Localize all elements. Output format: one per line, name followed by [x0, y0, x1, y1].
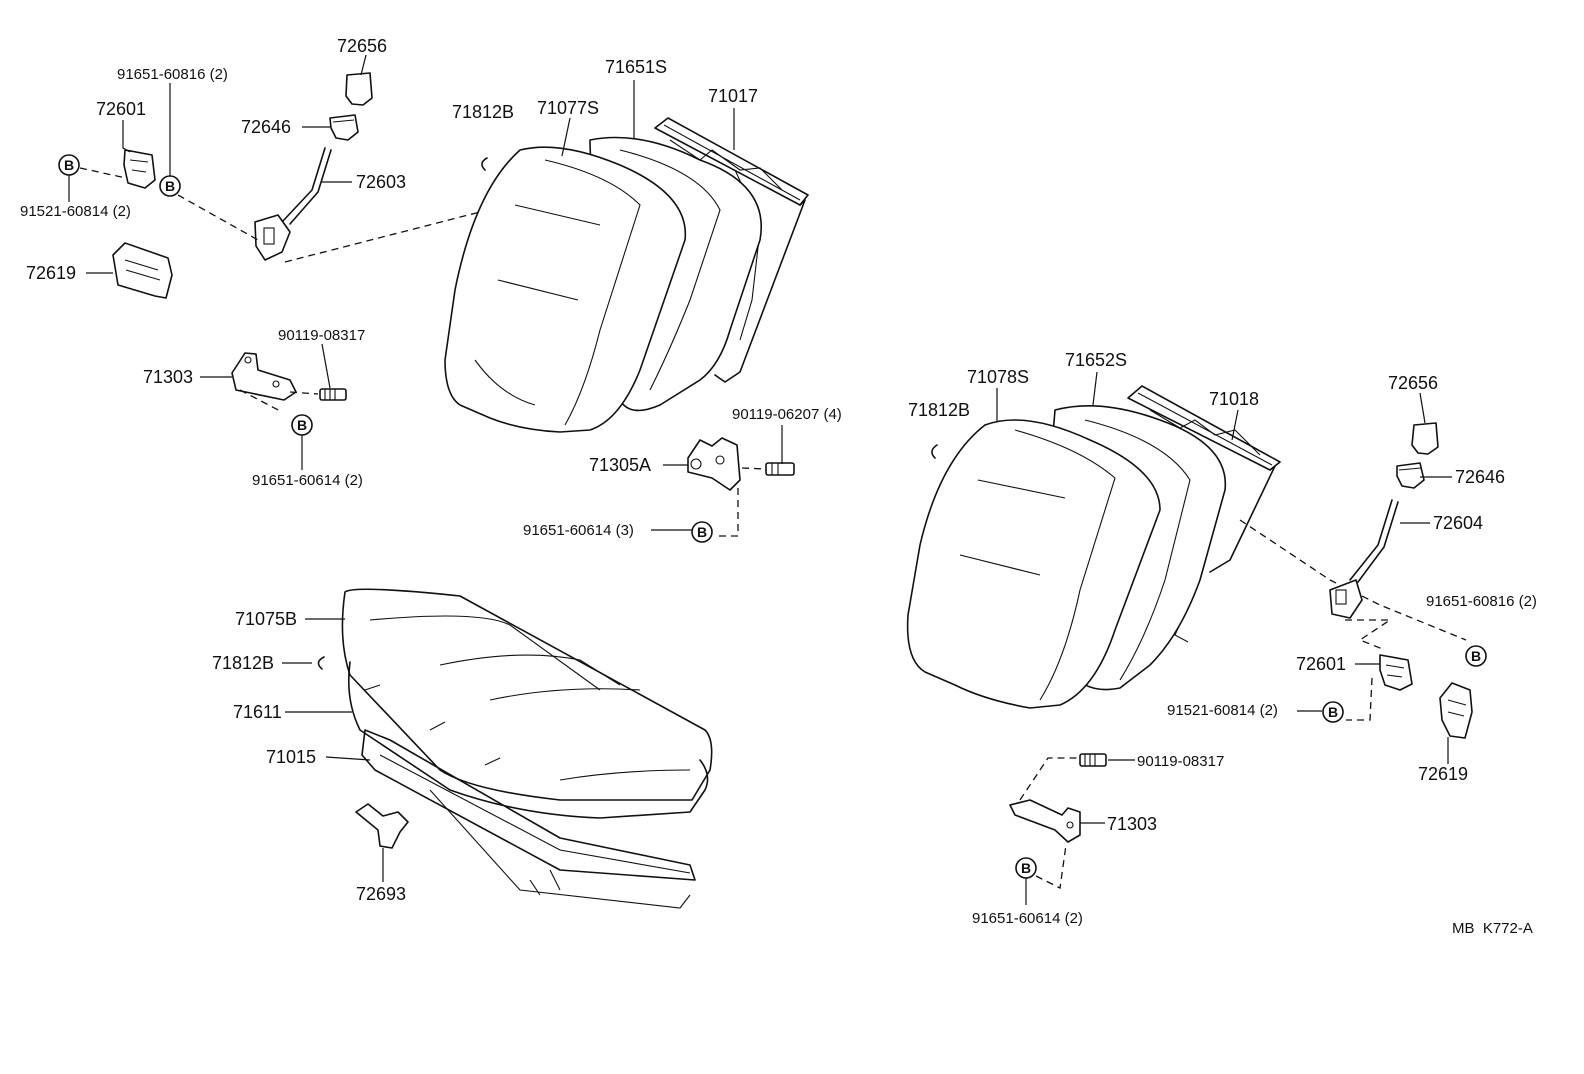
label-71812b: 71812B	[212, 653, 274, 673]
left-bolt-90119-06207	[765, 462, 795, 476]
left-lock-rod-72603	[254, 147, 332, 261]
right-support-72646	[1396, 462, 1425, 489]
left-bracket-72601	[123, 149, 156, 189]
label-90119-08317: 90119-08317	[1137, 753, 1224, 770]
part-labels: 72656 91651-60816 (2) 72601 72646 72603 …	[20, 36, 1537, 937]
label-71077s: 71077S	[537, 98, 599, 118]
svg-text:B: B	[697, 524, 707, 540]
label-71652s: 71652S	[1065, 350, 1127, 370]
clip-71812b	[317, 656, 325, 670]
seat-cushion-cover-71075b	[341, 588, 713, 801]
bolt-marker-b: B	[58, 154, 80, 176]
label-71305a: 71305A	[589, 455, 651, 475]
right-seatback-anchor-dash	[1239, 519, 1467, 641]
left-hinge-71303	[231, 352, 297, 401]
bolt-marker-b: B	[1465, 645, 1487, 667]
label-72619: 72619	[26, 263, 76, 283]
svg-text:B: B	[64, 157, 74, 173]
right-seatback-cover-71078s	[906, 419, 1161, 709]
right-hinge-71303	[1009, 799, 1081, 843]
label-71303: 71303	[1107, 814, 1157, 834]
right-bolt-90119-08317	[1079, 753, 1107, 767]
left-seatback-anchor-dash	[284, 211, 481, 263]
label-91651-60816: 91651-60816 (2)	[117, 66, 228, 83]
label-90119-06207: 90119-06207 (4)	[732, 406, 842, 423]
clip-71812b	[481, 157, 488, 171]
left-cover-72619	[112, 242, 173, 299]
label-72601: 72601	[1296, 654, 1346, 674]
left-71305a-dash	[714, 467, 767, 537]
svg-text:B: B	[1328, 704, 1338, 720]
label-72619: 72619	[1418, 764, 1468, 784]
diagram-code: MB K772-A	[1452, 920, 1533, 937]
left-bolt-90119-08317	[319, 388, 347, 401]
label-71611: 71611	[233, 702, 282, 722]
right-72601-dash	[1346, 677, 1373, 721]
label-71812b: 71812B	[908, 400, 970, 420]
label-71078s: 71078S	[967, 367, 1029, 387]
right-headrest-72656	[1411, 422, 1439, 455]
right-seatback-frame-71018	[1127, 385, 1281, 643]
label-71303: 71303	[143, 367, 193, 387]
label-71651s: 71651S	[605, 57, 667, 77]
left-support-72646	[329, 114, 359, 141]
label-71812b: 71812B	[452, 102, 514, 122]
label-91651-60614-3: 91651-60614 (3)	[523, 522, 634, 539]
label-71017: 71017	[708, 86, 758, 106]
label-72656: 72656	[1388, 373, 1438, 393]
bolt-marker-b: B	[291, 414, 313, 436]
label-72646: 72646	[241, 117, 291, 137]
right-cover-72619	[1439, 682, 1473, 739]
label-72603: 72603	[356, 172, 406, 192]
bolt-marker-b: B	[159, 175, 181, 197]
label-72604: 72604	[1433, 513, 1483, 533]
bolt-marker-b: B	[1015, 857, 1037, 879]
right-hinge-dash	[1019, 757, 1080, 889]
bolt-marker-b: B	[691, 521, 713, 543]
label-91651-60816: 91651-60816 (2)	[1426, 593, 1537, 610]
label-72693: 72693	[356, 884, 406, 904]
svg-text:B: B	[1471, 648, 1481, 664]
left-seatback-cover-71077s	[444, 146, 687, 433]
seat-hook-72693	[355, 803, 409, 849]
seat-cushion-pad-71611	[347, 661, 709, 819]
label-91651-60614: 91651-60614 (2)	[972, 910, 1083, 927]
label-91521-60814: 91521-60814 (2)	[1167, 702, 1278, 719]
svg-text:B: B	[165, 178, 175, 194]
left-headrest-72656	[345, 72, 373, 106]
right-lock-rod-72604	[1329, 499, 1399, 619]
right-72604-dash	[1345, 619, 1393, 651]
label-71018: 71018	[1209, 389, 1259, 409]
label-72646: 72646	[1455, 467, 1505, 487]
label-90119-08317: 90119-08317	[278, 327, 365, 344]
left-hinge-dash	[239, 389, 319, 413]
leader-lines	[68, 54, 1452, 905]
label-72601: 72601	[96, 99, 146, 119]
svg-text:B: B	[297, 417, 307, 433]
bolt-marker-b: B	[1322, 701, 1344, 723]
clip-71812b	[931, 444, 938, 459]
svg-text:B: B	[1021, 860, 1031, 876]
label-91651-60614: 91651-60614 (2)	[252, 472, 363, 489]
left-hinge-71305a	[687, 437, 741, 491]
label-71075b: 71075B	[235, 609, 297, 629]
label-72656: 72656	[337, 36, 387, 56]
label-71015: 71015	[266, 747, 316, 767]
label-91521-60814: 91521-60814 (2)	[20, 203, 131, 220]
right-bracket-72601	[1379, 654, 1413, 691]
